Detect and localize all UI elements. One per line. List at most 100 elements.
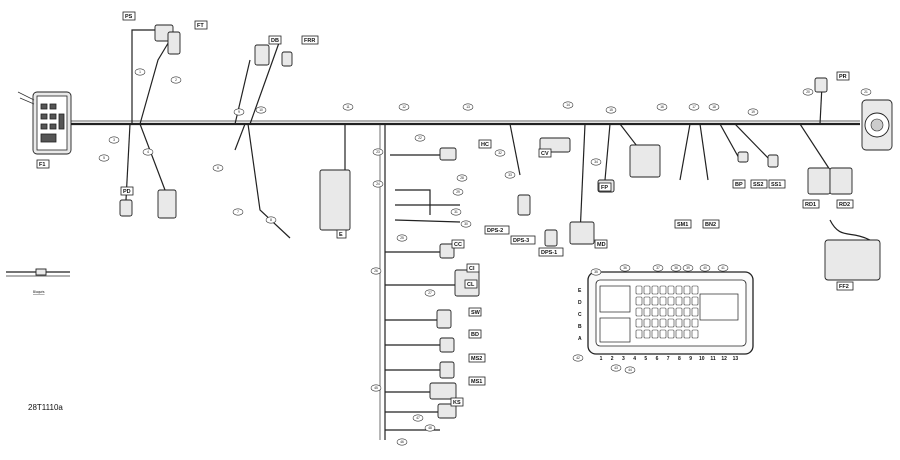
part-bubble xyxy=(456,174,468,182)
tag-box-ps xyxy=(122,11,136,21)
tag-box-rd1 xyxy=(802,199,820,209)
part-bubble xyxy=(494,149,506,157)
tag-label-rd1: RD1 xyxy=(805,202,816,208)
part-number: 19 xyxy=(751,110,755,114)
part-number: 7 xyxy=(237,210,239,214)
part-bubble xyxy=(460,220,472,228)
part-number: 46 xyxy=(400,440,404,444)
fuse-cell xyxy=(691,307,699,317)
fuse-column-label: 4 xyxy=(633,356,636,362)
connector-sw xyxy=(436,309,452,329)
connector-cv xyxy=(539,137,571,153)
part-number: 17 xyxy=(692,105,696,109)
part-number: 36 xyxy=(623,266,627,270)
connector-hc xyxy=(439,147,457,161)
tag-box-ft xyxy=(194,20,208,30)
branch-cv xyxy=(509,123,521,176)
part-number: 1 xyxy=(139,70,141,74)
tag-box-dps3 xyxy=(510,235,536,245)
connector-e xyxy=(319,169,351,231)
part-bubble xyxy=(142,148,154,156)
part-number: 29 xyxy=(456,190,460,194)
part-bubble xyxy=(450,208,462,216)
branch-sm1 xyxy=(679,123,691,181)
part-number: 27 xyxy=(428,291,432,295)
part-number: 9 xyxy=(238,110,240,114)
branch-bn2 xyxy=(699,123,709,181)
connector-ms1 xyxy=(429,382,457,400)
connector-rd1 xyxy=(807,167,831,195)
part-number: 35 xyxy=(594,270,598,274)
part-number: 32 xyxy=(498,151,502,155)
tag-label-cl: CL xyxy=(467,282,475,288)
part-bubble xyxy=(562,101,574,109)
part-number: 43 xyxy=(614,366,618,370)
fuse-column-label: 10 xyxy=(699,356,705,362)
part-number: 44 xyxy=(628,368,632,372)
tag-label-cv: CV xyxy=(541,151,549,157)
connector-pr xyxy=(814,77,828,93)
connector-lower xyxy=(157,189,177,219)
tag-label-ks: KS xyxy=(453,400,461,406)
part-number: 23 xyxy=(376,150,380,154)
fuse-cell xyxy=(667,307,675,317)
part-bubble xyxy=(572,354,584,362)
part-bubble xyxy=(424,289,436,297)
part-number: 13 xyxy=(466,105,470,109)
part-bubble xyxy=(108,136,120,144)
part-number: 30 xyxy=(464,222,468,226)
part-bubble xyxy=(590,268,602,276)
fuse-cell xyxy=(683,307,691,317)
tag-label-dps2: DPS-2 xyxy=(487,228,503,234)
tag-box-rd2 xyxy=(836,199,854,209)
tag-label-ff2: FF2 xyxy=(839,284,849,290)
tag-box-ss1 xyxy=(768,179,786,189)
tag-box-md xyxy=(594,239,608,249)
connector-pd xyxy=(119,199,133,217)
fuse-cell xyxy=(643,285,651,295)
fuse-row-label: A xyxy=(578,336,582,342)
part-number: 24 xyxy=(376,182,380,186)
connector-ci-top xyxy=(629,144,661,178)
fuse-cell xyxy=(675,329,683,339)
fuse-cell xyxy=(635,296,643,306)
part-number: 39 xyxy=(686,266,690,270)
tag-box-pd xyxy=(120,186,134,196)
part-bubble xyxy=(610,364,622,372)
tag-box-ci xyxy=(466,263,480,273)
connector-ms2 xyxy=(439,361,455,379)
tag-label-ps: PS xyxy=(125,14,133,20)
fuse-column-label: 6 xyxy=(656,356,659,362)
fuse-cell xyxy=(635,307,643,317)
part-number: 12 xyxy=(402,105,406,109)
part-bubble xyxy=(98,154,110,162)
connector-db xyxy=(254,44,270,66)
part-bubble xyxy=(670,264,682,272)
part-number: 25 xyxy=(400,236,404,240)
sub-dps xyxy=(395,189,431,215)
connector-f1 xyxy=(32,91,72,155)
fuse-cell xyxy=(675,285,683,295)
part-bubble xyxy=(656,103,668,111)
leader-line xyxy=(19,97,35,105)
fuse-row-label: B xyxy=(578,324,582,330)
part-number: 5 xyxy=(103,156,105,160)
branch-md xyxy=(579,123,586,236)
fuse-cell xyxy=(651,285,659,295)
tag-box-ff2 xyxy=(836,281,854,291)
fuse-row-label: D xyxy=(578,300,582,306)
connector-cc xyxy=(439,243,455,259)
fuse-cell xyxy=(643,307,651,317)
tag-box-e xyxy=(336,229,347,239)
part-number: 10 xyxy=(259,108,263,112)
tag-box-sw xyxy=(468,307,482,317)
part-bubble xyxy=(860,88,872,96)
fuse-cell xyxy=(651,318,659,328)
part-bubble xyxy=(624,366,636,374)
fuse-cell xyxy=(651,296,659,306)
branch-conn-lower xyxy=(139,123,166,191)
tag-box-pr xyxy=(836,71,850,81)
branch-rd xyxy=(799,123,831,171)
